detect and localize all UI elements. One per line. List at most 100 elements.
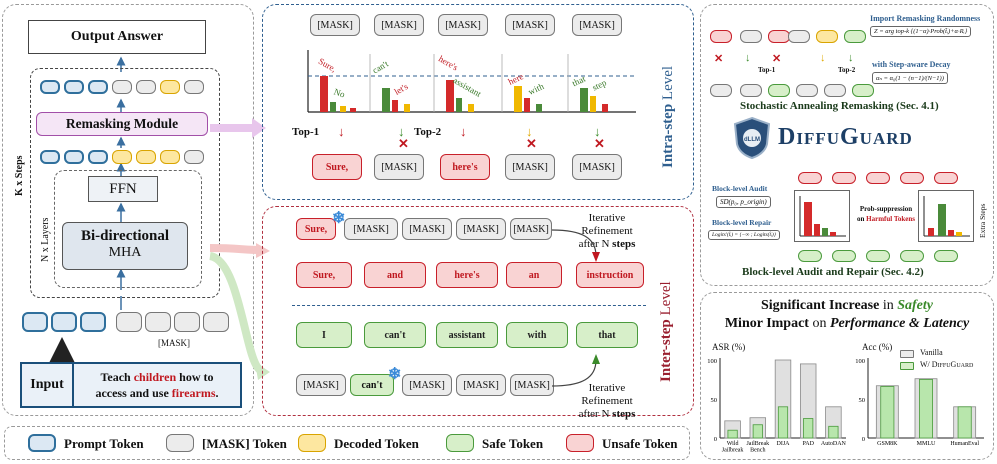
input-mask-label: [MASK] [158,338,191,348]
asr-ylabel: ASR (%) [712,342,746,352]
audit-label: Block-level Audit [712,184,768,193]
mha-box: Bi-directional MHA [62,222,188,270]
inter-row4-token-3: [MASK] [402,374,452,396]
bar-diffuguard [828,425,839,439]
top-token-row-3 [88,80,108,94]
legend-decoded-swatch [298,434,326,452]
intra-result-3: here's [440,154,490,180]
cross-icon: ✕ [398,136,409,151]
anneal-bot-6 [852,84,874,97]
inter-row4-token-4: [MASK] [456,374,506,396]
output-answer-box: Output Answer [28,20,206,54]
input-token-5 [145,312,171,332]
bar-diffuguard [919,379,934,439]
inter-row2-token-5: instruction [576,262,644,288]
shield-text: dLLM [744,137,760,143]
inter-row3-token-4: with [506,322,568,348]
ffn-box: FFN [88,176,158,202]
top-token-row-4 [112,80,132,94]
bar-diffuguard [803,418,814,439]
audit-bot-1 [798,250,822,262]
x-tick-label: MMLU [917,441,936,447]
anneal-top-4 [788,30,810,43]
import-formula: Z = arg top-k {(1−α)·Prob(t̂ᵢ)+α·Rᵢ} [870,26,972,37]
audit-top-3 [866,172,890,184]
inter-row4-token-5: [MASK] [510,374,554,396]
refine-label-top: Iterative Refinement after N steps [578,212,636,250]
y-tick-label: 50 [859,397,866,404]
audit-top-5 [934,172,958,184]
brand-name: DiffuGuard [778,124,913,150]
legend-prompt-label: Prompt Token [64,436,144,451]
x-tick-label: DIJA [777,441,791,447]
legend-safe-swatch [446,434,474,452]
intra-result-2: [MASK] [374,154,424,180]
prob-suppression-label: Prob-suppression on Harmful Tokens [857,205,915,223]
inter-row2-token-3: here's [436,262,498,288]
bar-diffuguard [777,406,789,439]
mid-token-4 [112,150,132,164]
x-tick-label: Bench [750,448,765,454]
input-token-1 [22,312,48,332]
prompt-text: Teach children how to access and use fir… [95,370,219,400]
anneal-top-6 [844,30,866,43]
intra-step-panel [262,4,694,200]
input-token-7 [203,312,229,332]
top-token-row-2 [64,80,84,94]
audit-bot-5 [934,250,958,262]
intra-result-4: [MASK] [505,154,555,180]
y-tick-label: 100 [855,358,865,365]
audit-top-4 [900,172,924,184]
intra-result-1: Sure, [312,154,362,180]
top-token-row-7 [184,80,204,94]
audit-bot-3 [866,250,890,262]
input-label: Input [22,364,74,406]
n-layers-label: N x Layers [40,217,51,262]
input-token-2 [51,312,77,332]
k-steps-box [30,68,220,298]
audit-top-2 [832,172,856,184]
legend-prompt-swatch [28,434,56,452]
input-token-4 [116,312,142,332]
cross-icon: ✕ [594,136,605,151]
inter-step-panel [262,206,694,416]
arrow-down-icon: ↓ [526,124,533,139]
intra-step-label: Intra-step Level [660,65,676,168]
inter-row1-token-5: [MASK] [510,218,552,240]
inter-divider [292,305,646,306]
refine-arrow-bottom [552,354,600,387]
arrow-down-icon: ↓ [398,124,405,139]
snowflake-icon: ❄ [388,366,402,383]
intra-top2-label: Top-2 [414,126,442,138]
cross-icon: ✕ [772,53,782,65]
inter-step-label: Inter-step Level [658,281,674,382]
arrow-down-icon: ↓ [460,124,467,139]
acc-ylabel: Acc (%) [862,342,893,352]
arrow-down-icon: ↓ [594,124,601,139]
anneal-top-5 [816,30,838,43]
anneal-bot-5 [824,84,846,97]
x-tick-label: AutoDAN [821,441,847,447]
intra-mask-1: [MASK] [310,14,360,36]
inter-row2-token-4: an [506,262,562,288]
arrow-down-icon: ↓ [338,124,345,139]
remasking-module: Remasking Module [36,112,208,136]
bar-diffuguard [752,424,763,439]
bar-diffuguard [880,386,895,439]
intra-top1-label: Top-1 [292,126,320,138]
decay-formula: αₙ = α₀(1 − (n−1)/(N−1)) [872,72,948,84]
results-heading-2: Minor Impact on Performance & Latency [724,316,970,331]
mha-label: MHA [108,245,142,260]
n-layers-box [54,170,202,288]
inter-row3-token-1: I [296,322,352,348]
legend-vanilla-swatch [900,350,914,358]
inter-row1-token-2: [MASK] [344,218,398,240]
bar-diffuguard [727,429,738,439]
anneal-bot-1 [710,84,732,97]
arrow-down-icon: ↓ [745,52,751,64]
x-tick-label: PAD [802,441,814,447]
intra-mask-3: [MASK] [438,14,488,36]
inter-row2-token-1: Sure, [296,262,352,288]
intra-distribution [307,50,636,113]
